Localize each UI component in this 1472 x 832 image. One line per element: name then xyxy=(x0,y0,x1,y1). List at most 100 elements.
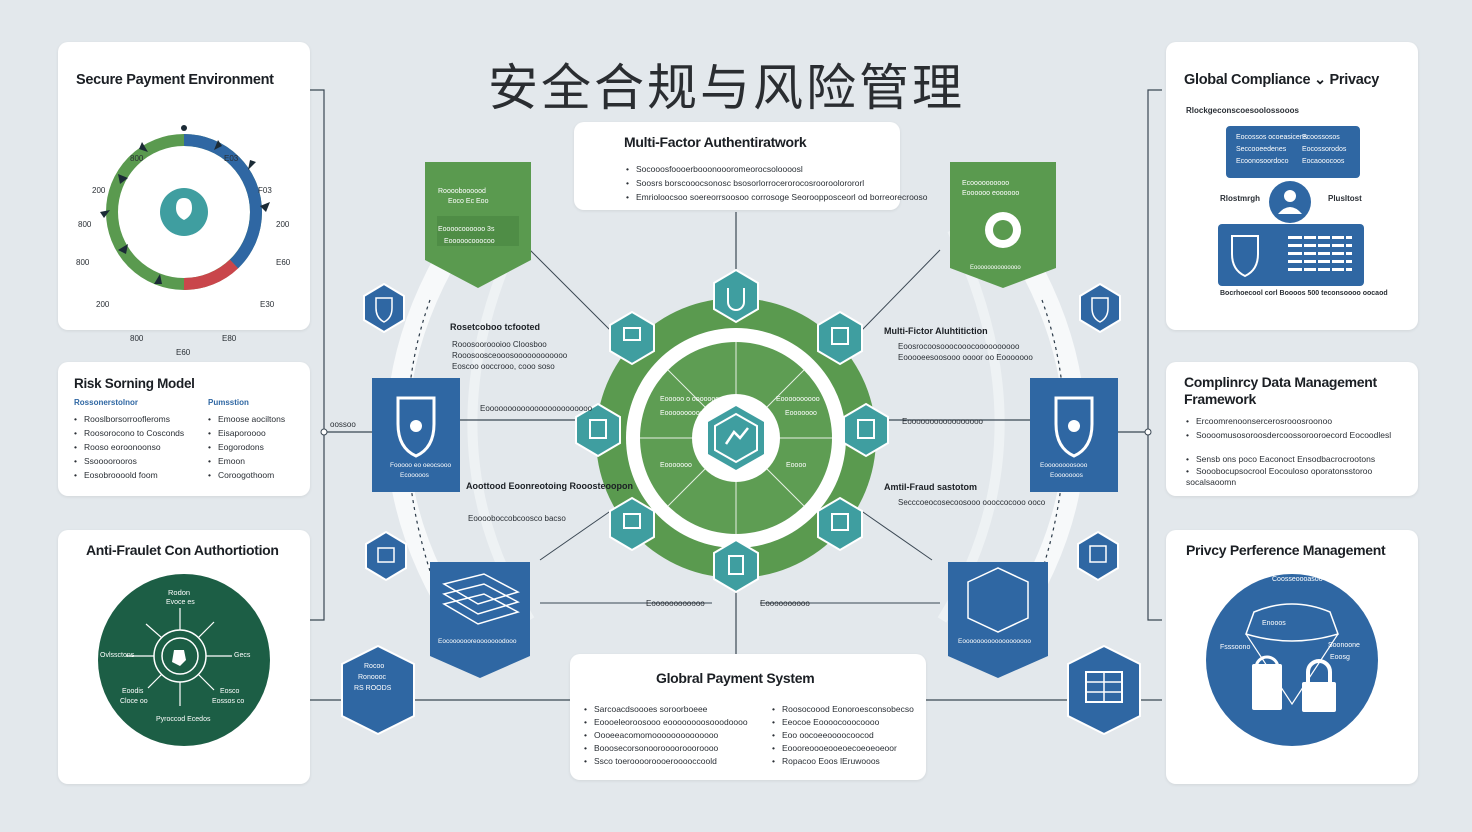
dial-label: 200 xyxy=(96,300,110,309)
list-item: Sooobocupsocrool Eocouloso oporatonsstor… xyxy=(1186,466,1396,488)
left-mid-heading: Aoottood Eoonreotoing Rooosteoopon xyxy=(466,481,633,491)
list-item: Roosocoood Eonoroesconsobecso xyxy=(772,704,914,714)
card-title: Secure Payment Environment xyxy=(76,72,274,88)
list-item: Eoo oocoeeoooocoocod xyxy=(772,730,874,740)
list-item: Eogorodons xyxy=(208,442,264,452)
center-text: Eoosrocoosooocooocoooooooooo xyxy=(898,342,1020,351)
list-item: Soosrs borscooocsonosc bsosorlorroceroro… xyxy=(626,178,864,188)
card-title: Globral Payment System xyxy=(656,670,815,686)
right-mid-heading: Amtil-Fraud sastotom xyxy=(884,482,978,492)
circle-label: Cloce oo xyxy=(120,698,148,705)
badge-label: Eoooocoooooo 3s xyxy=(438,226,495,233)
line-label: Eoooooooooooooooooooooooo xyxy=(480,404,593,413)
circle-label: Ovlssctons xyxy=(100,652,135,659)
right-shield-box xyxy=(1030,378,1118,492)
list-item: Rooso eoroonoonso xyxy=(74,442,161,452)
security-dial xyxy=(100,125,270,291)
circle-label: Evoce es xyxy=(166,599,195,606)
badge-label: RS ROODS xyxy=(354,685,392,692)
list-item: Eoooeleoroosooo eoooooooosooodoooo xyxy=(584,717,748,727)
list-item: Eeocoe Eoooocooocoooo xyxy=(772,717,879,727)
list-item: Ssco toerooooroooerooooccoold xyxy=(584,756,717,766)
panel-item: Eocossos ocoeasicens xyxy=(1236,134,1308,141)
card-footer: Bocrhoecool corl Boooos 500 teconsoooo o… xyxy=(1220,290,1388,297)
panel-item: Seccooeedenes xyxy=(1236,146,1287,153)
diagram-label: Enooos xyxy=(1262,620,1286,627)
risk-scoring-card: Risk Sorning Model Rossonerstolnor Pumss… xyxy=(58,362,310,496)
list-item: Coroogothoom xyxy=(208,470,274,480)
inner-label: Eoooooooooo xyxy=(660,410,704,417)
dial-label: 200 xyxy=(92,186,106,195)
panel-item: Eocossorodos xyxy=(1302,146,1347,153)
center-text: Secccoeocosecoosooo oooccocooo ooco xyxy=(898,498,1046,507)
dial-label: E03 xyxy=(224,154,239,163)
right-top-heading: Multi-Fictor Aluhtitiction xyxy=(884,326,988,336)
badge-label: Ronoooc xyxy=(358,674,387,681)
badge-label: Eooooocooocoo xyxy=(444,238,495,245)
list-item: Ropacoo Eoos lEruwooos xyxy=(772,756,880,766)
dial-label: F03 xyxy=(258,186,272,195)
circle-label: Eosco xyxy=(220,688,240,695)
list-item: Booosecorsonoorooooroooroooo xyxy=(584,743,718,753)
list-item: Eisaporoooo xyxy=(208,428,266,438)
list-item: Ercoomrenoonsercerosrooosroonoo xyxy=(1186,416,1332,426)
list-item: Sensb ons poco Eaconoct Ensodbacrocrooto… xyxy=(1186,454,1375,464)
left-shield-box xyxy=(372,378,460,492)
badge-label: Ecoooooooooo xyxy=(962,180,1010,187)
mfa-card: Multi-Factor Authentiratwork Socooosfooo… xyxy=(574,122,928,210)
column-header: Pumsstion xyxy=(208,398,249,407)
badge-label: Rocoo xyxy=(364,663,385,670)
user-lock-icon xyxy=(1269,181,1311,223)
panel-item: Ecoossosos xyxy=(1302,134,1340,141)
circle-label: Eoodis xyxy=(122,688,144,695)
card-title: Anti-Fraulet Con Authortiotion xyxy=(86,542,279,558)
badge-label: Eooooooos xyxy=(1050,472,1083,479)
dial-label: 800 xyxy=(78,220,92,229)
diagram-label: Fsssoono xyxy=(1220,644,1251,651)
diagram-label: Coosseoooasoo xyxy=(1272,576,1323,583)
dial-label: E80 xyxy=(222,334,237,343)
anti-fraud-card: Anti-Fraulet Con Authortiotion Rodon Evo… xyxy=(58,530,310,784)
badge-label: Eoooooo eoooooo xyxy=(962,190,1020,197)
line-label: Eooooooooooooooooo xyxy=(902,417,983,426)
circle-label: Eossos co xyxy=(212,698,245,705)
inner-label: Eooooo o ooooooo xyxy=(660,396,720,403)
privacy-lock-diagram xyxy=(1206,574,1378,746)
center-text: Eoscoo ooccrooo, cooo soso xyxy=(452,362,555,371)
badge-label: Eoco Ec Eoo xyxy=(448,198,489,205)
center-text: Rooosooroooioo Cloosboo xyxy=(452,340,547,349)
dial-label: E60 xyxy=(176,348,191,357)
line-label: Eoooooooooooo xyxy=(646,599,705,608)
badge-label: Rooooboooood xyxy=(438,188,486,195)
card-title: Privcy Perference Management xyxy=(1186,542,1386,558)
list-item: Roosorocono to Cosconds xyxy=(74,428,184,438)
dial-label: E60 xyxy=(276,258,291,267)
privacy-preference-card: Privcy Perference Management Coosseoooas… xyxy=(1166,530,1418,784)
card-title: Multi-Factor Authentiratwork xyxy=(624,134,807,150)
inner-label: Eooooooo xyxy=(785,410,817,417)
list-item: Eoooreoooeooeoecoeoeoeoor xyxy=(772,743,897,753)
left-bottom-hex xyxy=(341,644,415,736)
list-item: Eosobroooold foom xyxy=(74,470,158,480)
dial-label: 200 xyxy=(276,220,290,229)
page-title: 安全合规与风险管理 xyxy=(488,59,965,117)
badge-label: Ecooooos xyxy=(400,472,429,479)
center-text: Eooooeesoosooo oooor oo Eooooooo xyxy=(898,353,1033,362)
privacy-label-left: Rlostmrgh xyxy=(1220,194,1260,203)
list-item: Emrioloocsoo soereorrsoosoo corrosoge Se… xyxy=(626,192,928,202)
dial-label: 800 xyxy=(76,258,90,267)
list-item: Emoon xyxy=(208,456,245,466)
column-header: Rossonerstolnor xyxy=(74,398,139,407)
badge-label: Eoooooooooooooo xyxy=(970,265,1021,271)
list-item: Oooeeacomomoooooooooooooo xyxy=(584,730,718,740)
list-item: Emoose aociltons xyxy=(208,414,285,424)
secure-payment-card: Secure Payment Environment 800 E03 200 F… xyxy=(58,42,310,357)
shield-grid-panel xyxy=(1218,224,1364,286)
list-item: Socooosfoooerbooonoooromeorocsoloooosl xyxy=(626,164,803,174)
diagram-label: Soonoone xyxy=(1328,642,1360,649)
left-top-badge xyxy=(425,162,531,288)
list-item: Soooomusosoroosdercoossorooroecord Eocoo… xyxy=(1186,430,1396,441)
inner-label: Eoooooooooo xyxy=(776,396,820,403)
center-text: Eooooboccobcoosco bacso xyxy=(468,514,566,523)
dial-label: 800 xyxy=(130,334,144,343)
